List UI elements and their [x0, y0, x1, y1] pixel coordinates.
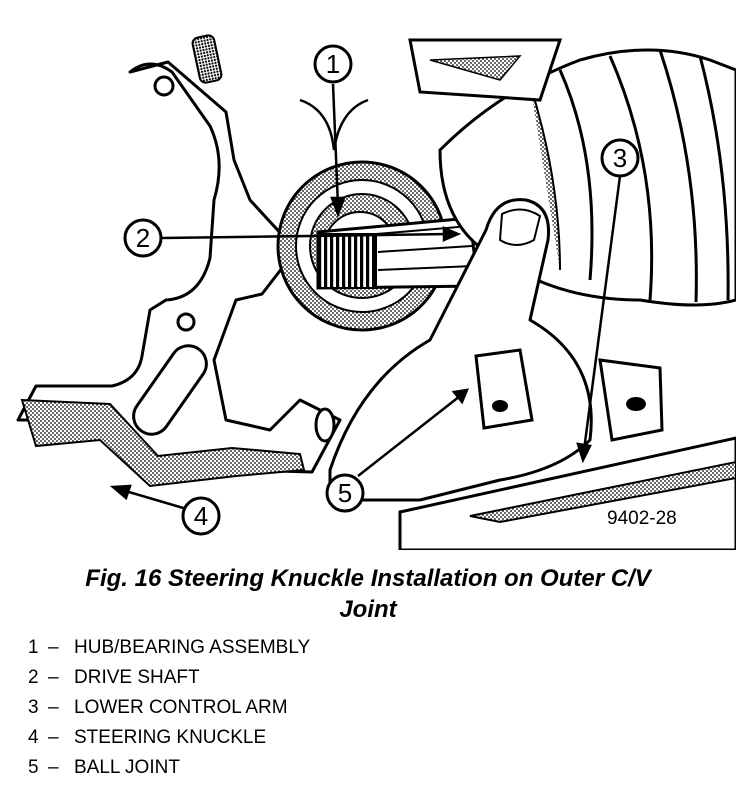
lower-control-arm-shape — [398, 358, 736, 550]
legend-item: 4–STEERING KNUCKLE — [28, 723, 310, 753]
legend-dash: – — [48, 667, 59, 688]
svg-text:4: 4 — [194, 501, 208, 531]
legend-item: 5–BALL JOINT — [28, 753, 310, 783]
callout-4: 4 — [181, 496, 221, 536]
legend-list: 1–HUB/BEARING ASSEMBLY 2–DRIVE SHAFT 3–L… — [28, 633, 310, 783]
svg-text:5: 5 — [338, 478, 352, 508]
caption-line-1: Fig. 16 Steering Knuckle Installation on… — [85, 565, 651, 592]
callout-2: 2 — [123, 218, 163, 258]
callout-5: 5 — [325, 473, 365, 513]
figure-number: 9402-28 — [607, 508, 677, 529]
legend-label: DRIVE SHAFT — [74, 667, 200, 688]
callout-1: 1 — [313, 44, 353, 84]
legend-number: 4 — [28, 727, 39, 748]
caption-line-2: Joint — [339, 596, 397, 623]
figure-caption: Fig. 16 Steering Knuckle Installation on… — [0, 563, 736, 625]
legend-number: 5 — [28, 757, 39, 778]
legend-number: 3 — [28, 697, 39, 718]
hand-shape — [328, 198, 593, 502]
svg-text:2: 2 — [136, 223, 150, 253]
steering-knuckle-shape — [16, 34, 342, 488]
legend-number: 1 — [28, 637, 39, 658]
legend-item: 1–HUB/BEARING ASSEMBLY — [28, 633, 310, 663]
legend-number: 2 — [28, 667, 39, 688]
legend-item: 3–LOWER CONTROL ARM — [28, 693, 310, 723]
legend-dash: – — [48, 727, 59, 748]
svg-text:3: 3 — [613, 143, 627, 173]
legend-dash: – — [48, 637, 59, 658]
legend-dash: – — [48, 697, 59, 718]
svg-text:1: 1 — [326, 49, 340, 79]
legend-label: STEERING KNUCKLE — [74, 727, 267, 748]
legend-dash: – — [48, 757, 59, 778]
legend-item: 2–DRIVE SHAFT — [28, 663, 310, 693]
legend-label: LOWER CONTROL ARM — [74, 697, 288, 718]
legend-label: HUB/BEARING ASSEMBLY — [74, 637, 311, 658]
drive-shaft-shape — [316, 216, 480, 290]
leader-lines — [109, 83, 622, 512]
diagram-illustration: 1 2 3 4 5 9402-28 — [16, 34, 736, 550]
legend-label: BALL JOINT — [74, 757, 180, 778]
ball-joint-shape — [474, 348, 534, 430]
callout-3: 3 — [600, 138, 640, 178]
